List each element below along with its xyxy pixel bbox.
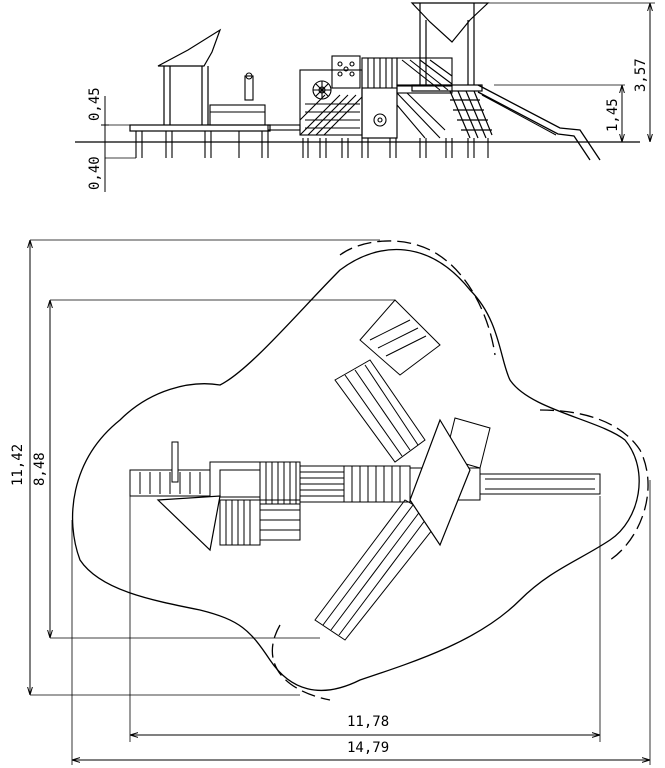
tower-roof-plan <box>409 418 471 547</box>
dim-total-height: 3,57 <box>488 2 655 142</box>
lower-left-deck <box>219 499 301 546</box>
dim-area-width: 14,79 <box>71 480 651 765</box>
second-tower <box>361 57 453 139</box>
dim-label-foundation: 0,40 <box>87 156 103 190</box>
left-roof <box>157 28 222 67</box>
dim-label-small-deck: 0,45 <box>87 87 103 121</box>
dim-equipment-height: 8,48 <box>32 299 395 639</box>
slide <box>477 84 601 161</box>
tall-tower <box>410 2 493 139</box>
dim-area-height: 11,42 <box>10 239 380 696</box>
dim-label-total-height: 3,57 <box>633 58 649 92</box>
telescope-plan <box>171 441 179 483</box>
telescope <box>244 75 254 101</box>
central-tower <box>299 55 363 136</box>
small-deck <box>129 124 271 132</box>
dim-label-area-width: 14,79 <box>347 740 389 756</box>
main-walkway <box>129 461 601 505</box>
dim-label-equipment-width: 11,78 <box>347 714 389 730</box>
elevation-view: 0,45 0,40 1,45 3,57 <box>75 2 655 192</box>
fall-area-dashed <box>271 240 649 701</box>
bridge <box>267 124 301 131</box>
lower-arm <box>314 499 441 641</box>
dim-equipment-width: 11,78 <box>129 496 601 742</box>
dim-label-area-height: 11,42 <box>10 444 26 486</box>
dim-label-platform-height: 1,45 <box>605 98 621 132</box>
plan-view: 11,42 8,48 11,78 14,79 <box>10 239 651 765</box>
safety-area-outline <box>71 248 640 692</box>
dim-foundation: 0,40 <box>87 140 136 192</box>
dim-small-deck: 0,45 <box>87 87 130 140</box>
dim-platform-height: 1,45 <box>494 84 625 142</box>
dim-label-equipment-height: 8,48 <box>32 452 48 486</box>
left-roof-plan <box>156 495 221 552</box>
upper-arm <box>334 299 491 469</box>
